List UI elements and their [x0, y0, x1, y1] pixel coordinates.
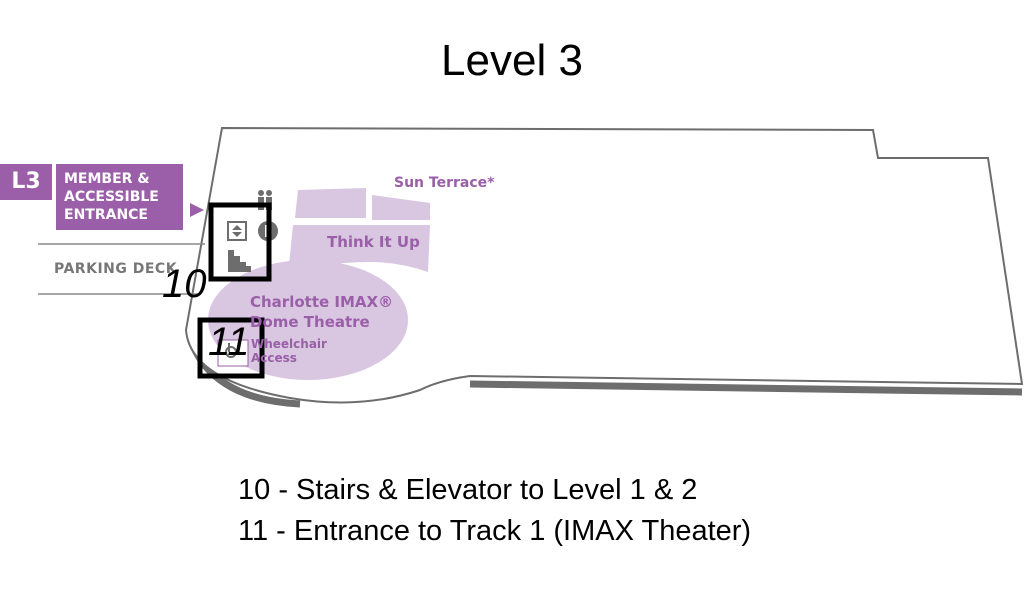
marker-box-10: [208, 202, 272, 282]
marker-box-11: [197, 317, 265, 379]
sun-terrace-label: Sun Terrace*: [394, 175, 495, 191]
marker-10-label: 10: [162, 262, 207, 306]
entrance-arrow-icon: [190, 203, 204, 217]
parking-deck-label: PARKING DECK: [54, 261, 178, 277]
wheelchair-label-line2: Access: [251, 351, 297, 365]
stairs-icon: [228, 250, 251, 272]
wheelchair-label-line1: Wheelchair: [251, 337, 327, 351]
entrance-label-line: ACCESSIBLE: [64, 189, 159, 205]
level-badge: L3: [0, 164, 52, 200]
marker-11-label: 11: [208, 320, 250, 364]
entrance-label-line: ENTRANCE: [64, 207, 148, 223]
imax-dome-area: [208, 260, 408, 380]
elevator-icon: [227, 221, 247, 241]
imax-label-line1: Charlotte IMAX®: [250, 293, 394, 311]
think-it-up-label: Think It Up: [327, 233, 420, 251]
imax-label-line2: Dome Theatre: [250, 313, 370, 331]
sun-terrace-area: [295, 188, 430, 220]
member-accessible-entrance[interactable]: MEMBER & ACCESSIBLE ENTRANCE: [56, 164, 183, 230]
legend-item-11: 11 - Entrance to Track 1 (IMAX Theater): [238, 515, 752, 547]
legend-item-10: 10 - Stairs & Elevator to Level 1 & 2: [238, 474, 698, 506]
entrance-label-line: MEMBER &: [64, 171, 150, 187]
wheelchair-icon: [217, 339, 249, 367]
page-title: Level 3: [441, 36, 583, 85]
